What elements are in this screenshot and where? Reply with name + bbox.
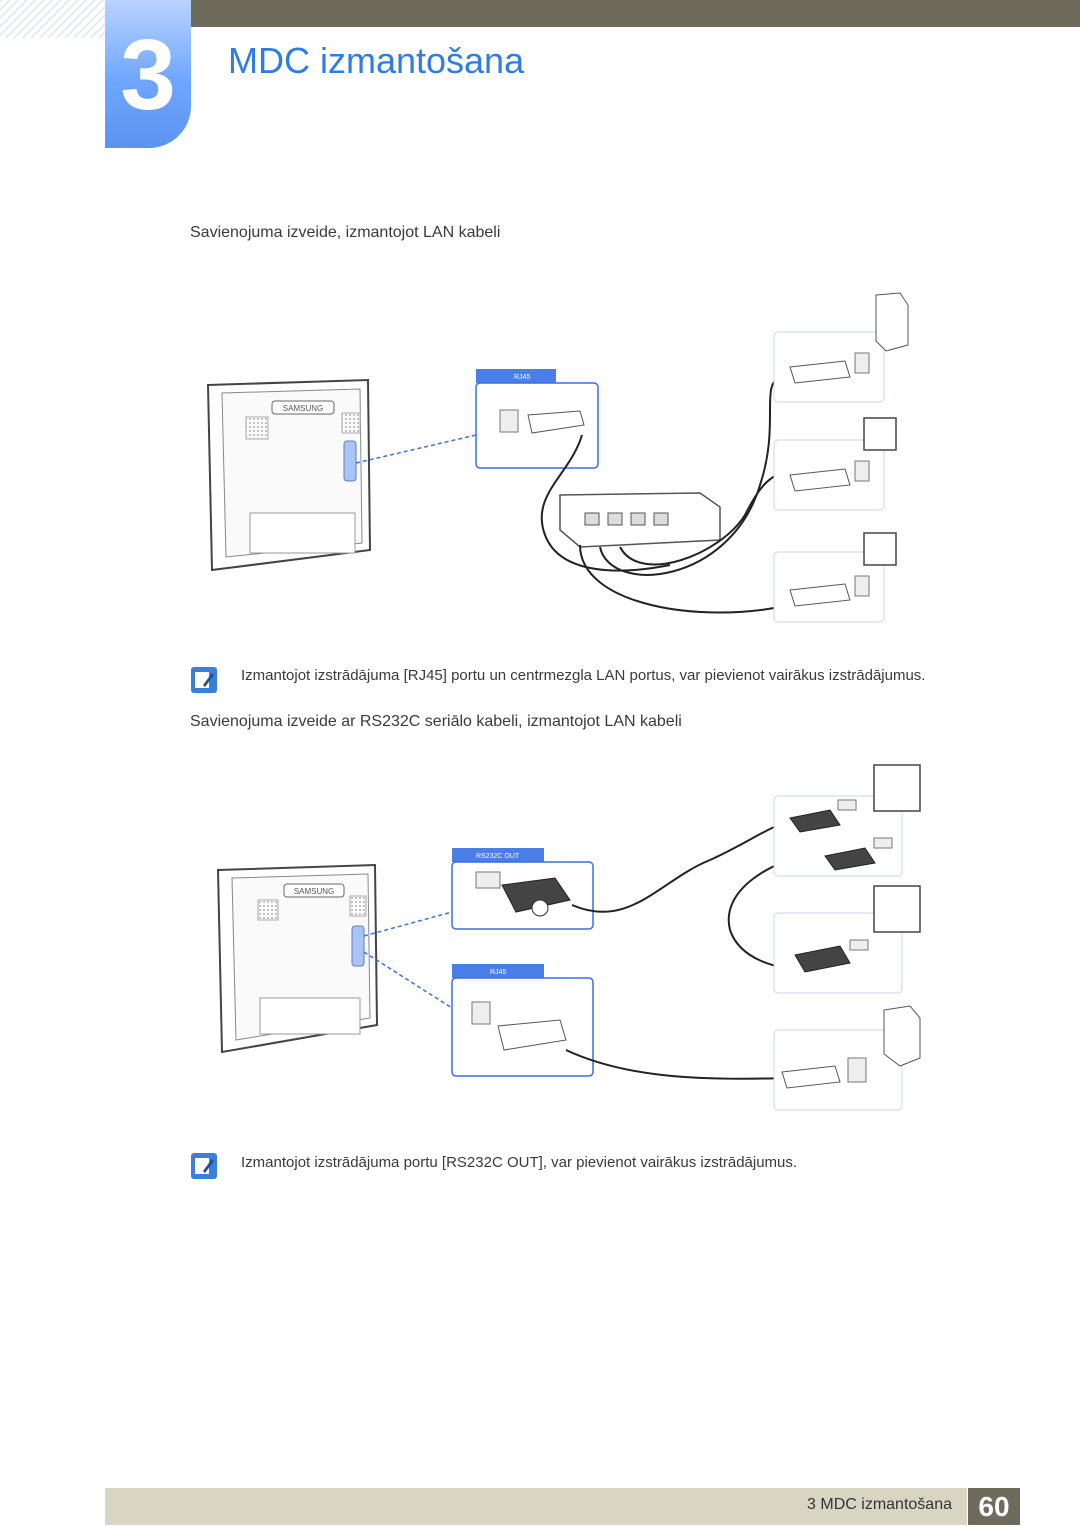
note-text-lan: Izmantojot izstrādājuma [RJ45] portu un … — [241, 667, 926, 684]
device-display-rs2 — [773, 885, 921, 994]
header-hatch-decoration — [0, 0, 105, 38]
rs232c-tab — [452, 848, 544, 862]
device-display-3 — [773, 532, 897, 623]
samsung-logo-text-2: SAMSUNG — [294, 887, 334, 896]
device-display-2 — [773, 417, 897, 511]
rj45-tab-2 — [452, 964, 544, 978]
monitor-back-2: SAMSUNG — [216, 863, 379, 1054]
note-icon — [191, 1153, 217, 1179]
note-text-rs232c: Izmantojot izstrādājuma portu [RS232C OU… — [241, 1154, 798, 1171]
samsung-logo-text: SAMSUNG — [283, 404, 323, 413]
rj45-label: RJ45 — [514, 374, 530, 381]
page-number: 60 — [968, 1488, 1020, 1525]
device-display-rs1 — [773, 764, 921, 877]
lan-connection-diagram: SAMSUNG RJ45 — [206, 292, 909, 623]
chapter-title: MDC izmantošana — [228, 40, 525, 81]
footer-section-label: 3 MDC izmantošana — [807, 1496, 952, 1513]
note-icon — [191, 667, 217, 693]
chapter-number-tab: 3 — [105, 0, 191, 148]
footer-bar — [105, 1488, 967, 1525]
section-heading-lan: Savienojuma izveide, izmantojot LAN kabe… — [190, 224, 501, 241]
header-bar — [190, 0, 1080, 27]
monitor-back: SAMSUNG — [206, 378, 372, 572]
rs232c-connection-diagram: SAMSUNG RS232C OUT RJ45 — [216, 764, 921, 1111]
section-heading-rs232c: Savienojuma izveide ar RS232C seriālo ka… — [190, 713, 682, 730]
rj45-tab — [476, 369, 556, 383]
device-pc-2 — [773, 1005, 921, 1111]
device-pc — [773, 292, 909, 403]
rs232c-label: RS232C OUT — [476, 853, 520, 860]
rj45-label-2: RJ45 — [490, 969, 506, 976]
lan-hub — [559, 492, 721, 548]
